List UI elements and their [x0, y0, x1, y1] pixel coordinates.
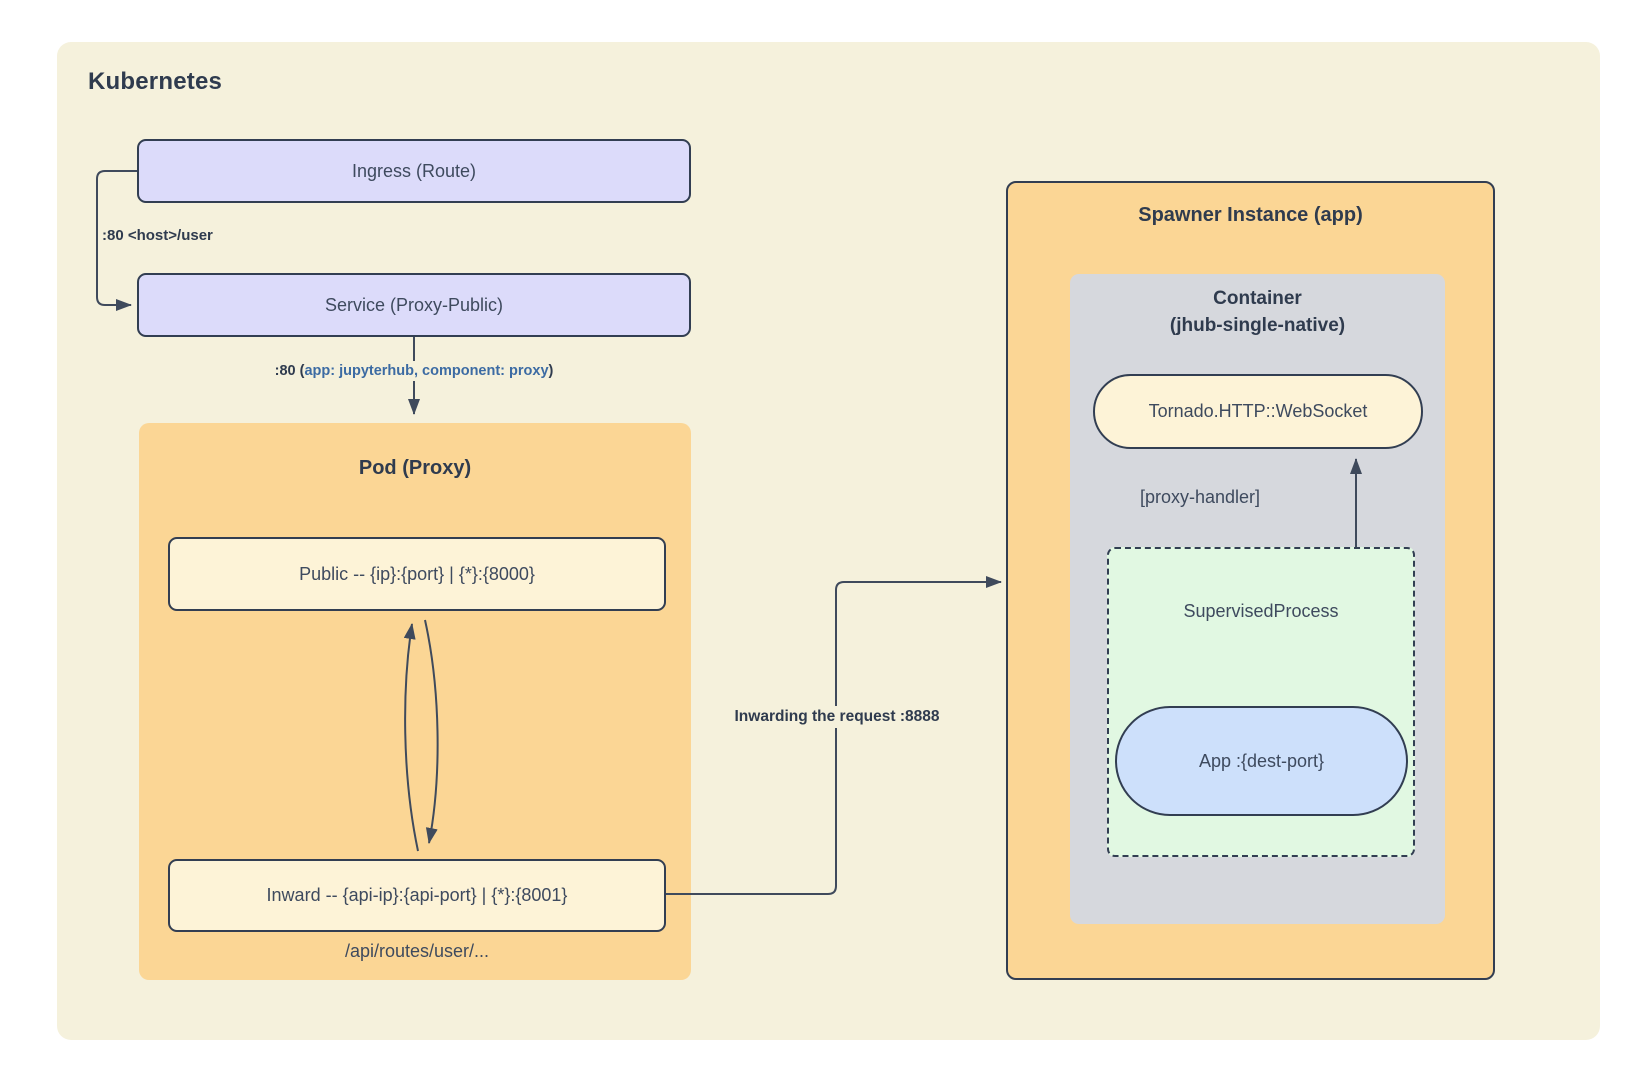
cluster-title: Kubernetes	[88, 68, 223, 95]
proxy-handler-label: [proxy-handler]	[1139, 487, 1261, 507]
supervised-process-label: SupervisedProcess	[1183, 601, 1339, 621]
public-endpoint-label: Public -- {ip}:{port} | {*}:{8000}	[299, 563, 535, 584]
container-title: Container (jhub-single-native)	[1070, 285, 1445, 339]
service-pod-edge-label: :80 (app: jupyterhub, component: proxy)	[254, 361, 574, 381]
spawner-title: Spawner Instance (app)	[1138, 204, 1363, 226]
app-label: App :{dest-port}	[1198, 750, 1325, 771]
container-title-line1: Container	[1213, 288, 1302, 309]
inward-endpoint-label: Inward -- {api-ip}:{api-port} | {*}:{800…	[266, 885, 568, 905]
ingress-service-edge-label: :80 <host>/user	[102, 227, 213, 244]
pod-title: Pod (Proxy)	[358, 457, 472, 479]
node-service: Service (Proxy-Public)	[137, 273, 691, 337]
node-inward-endpoint: Inward -- {api-ip}:{api-port} | {*}:{800…	[168, 859, 666, 932]
service-pod-label-selector: app: jupyterhub, component: proxy	[304, 363, 549, 379]
service-pod-label-suffix: )	[548, 363, 554, 379]
service-pod-label-prefix: :80 (	[274, 363, 305, 379]
service-label: Service (Proxy-Public)	[324, 294, 504, 315]
node-app-pill: App :{dest-port}	[1115, 706, 1408, 816]
ingress-label: Ingress (Route)	[351, 160, 477, 181]
node-public-endpoint: Public -- {ip}:{port} | {*}:{8000}	[168, 537, 666, 611]
container-title-line2: (jhub-single-native)	[1169, 315, 1346, 336]
routes-caption: /api/routes/user/...	[344, 941, 490, 961]
node-ingress: Ingress (Route)	[137, 139, 691, 203]
websocket-label: Tornado.HTTP::WebSocket	[1148, 401, 1368, 421]
node-websocket-pill: Tornado.HTTP::WebSocket	[1093, 374, 1423, 449]
inwarding-request-label: Inwarding the request :8888	[712, 706, 962, 728]
